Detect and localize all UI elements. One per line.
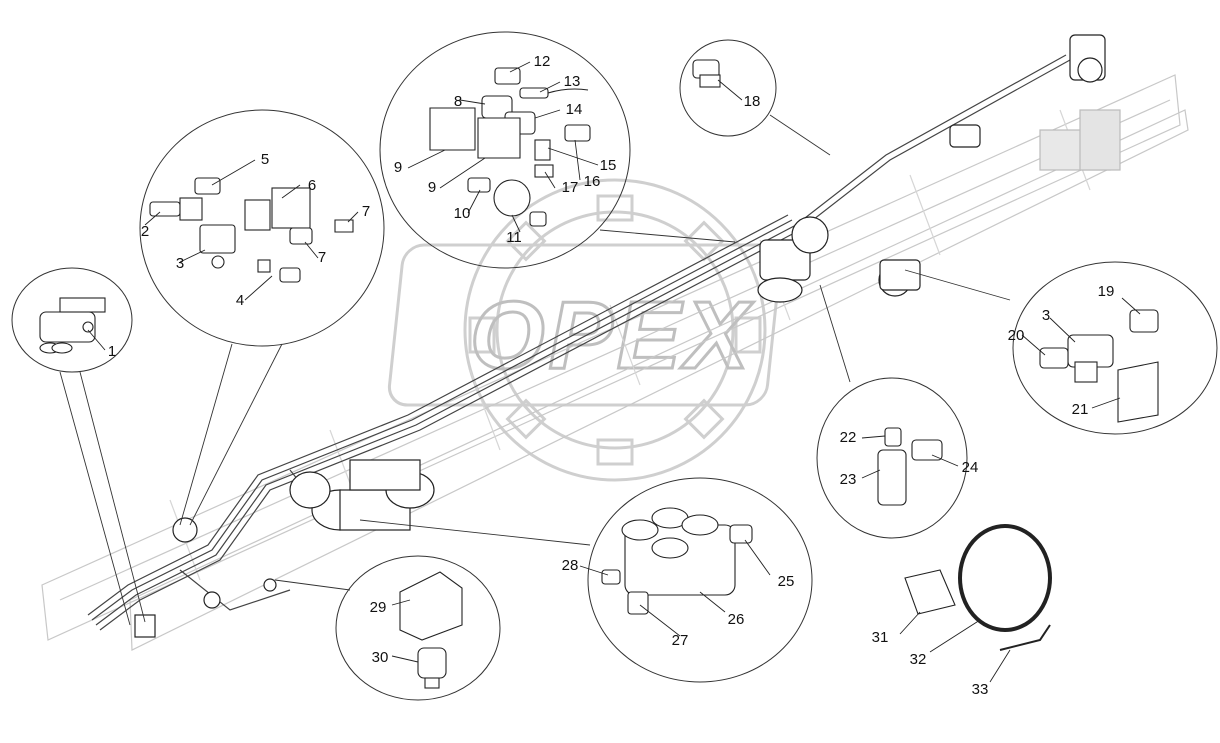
- callout-numbers: 1234567789910111213141516171831920212223…: [108, 53, 1115, 698]
- callout-leaders: [87, 61, 1141, 683]
- callout-16: 16: [584, 173, 601, 190]
- callout-24: 24: [962, 459, 979, 476]
- callout-3: 3: [176, 255, 184, 272]
- part-group-2: [149, 177, 354, 283]
- callout-19: 19: [1098, 283, 1115, 300]
- callout-14: 14: [566, 101, 583, 118]
- part-group-25: [601, 507, 753, 615]
- callout-32: 32: [910, 651, 927, 668]
- callout-9: 9: [394, 159, 402, 176]
- callout-28: 28: [562, 557, 579, 574]
- chassis-frame: [41, 74, 1189, 651]
- part-group-1: [39, 297, 106, 354]
- callout-20: 20: [1008, 327, 1025, 344]
- callout-30: 30: [372, 649, 389, 666]
- callout-27: 27: [672, 632, 689, 649]
- callout-18: 18: [744, 93, 761, 110]
- callout-22: 22: [840, 429, 857, 446]
- callout-6: 6: [308, 177, 316, 194]
- callout-13: 13: [564, 73, 581, 90]
- callout-11: 11: [506, 229, 522, 246]
- part-group-31: [904, 524, 1052, 651]
- part-group-3: [429, 67, 591, 227]
- callout-31: 31: [872, 629, 889, 646]
- callout-25: 25: [778, 573, 795, 590]
- callout-21: 21: [1072, 401, 1089, 418]
- callout-33: 33: [972, 681, 989, 698]
- part-group-22: [877, 427, 943, 506]
- pipe-bundle: [87, 54, 1071, 631]
- callout-15: 15: [600, 157, 617, 174]
- callout-23: 23: [840, 471, 857, 488]
- callout-7: 7: [362, 203, 370, 220]
- callout-26: 26: [728, 611, 745, 628]
- leader-lines: [59, 114, 1011, 626]
- callout-5: 5: [261, 151, 269, 168]
- callout-8: 8: [454, 93, 462, 110]
- callout-4: 4: [236, 292, 244, 309]
- callout-3: 3: [1042, 307, 1050, 324]
- detail-circles: [11, 31, 1218, 701]
- part-group-29: [399, 571, 463, 689]
- callout-2: 2: [141, 223, 149, 240]
- callout-7: 7: [318, 249, 326, 266]
- callout-10: 10: [454, 205, 471, 222]
- callout-1: 1: [108, 343, 116, 360]
- callout-12: 12: [534, 53, 551, 70]
- chassis-components: [134, 34, 1106, 638]
- watermark-gear: [387, 178, 782, 482]
- callout-29: 29: [370, 599, 387, 616]
- part-group-19: [1039, 309, 1159, 423]
- part-group-18: [692, 59, 721, 88]
- callout-9: 9: [428, 179, 436, 196]
- callout-17: 17: [562, 179, 579, 196]
